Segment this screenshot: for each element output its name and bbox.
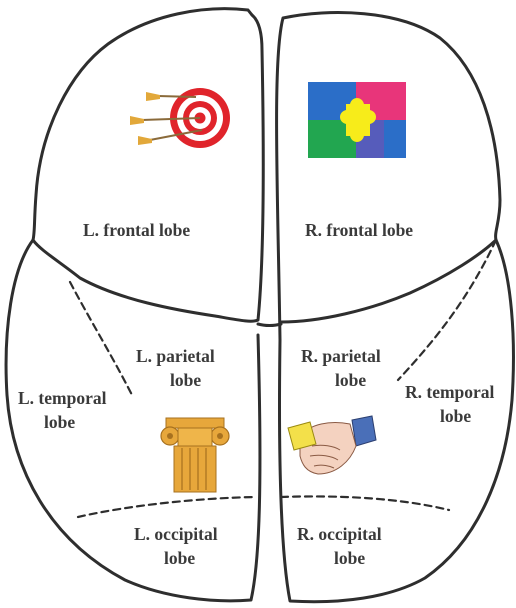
l-parietal-lobe-label-line1: L. parietal	[136, 346, 215, 366]
r-parietal-lobe-label-line1: R. parietal	[301, 346, 381, 366]
l-occipital-lobe-label-line2: lobe	[164, 548, 195, 568]
midline-junction	[258, 324, 281, 326]
ionic-column-icon	[161, 418, 229, 492]
r-temporal-lobe-label-line2: lobe	[440, 406, 471, 426]
r-occipital-lobe-label-line1: R. occipital	[297, 524, 382, 544]
l-parietal-lobe-label-line2: lobe	[170, 370, 201, 390]
right-parietal-temporal-dashed-line	[398, 240, 496, 380]
puzzle-icon	[308, 82, 406, 158]
left-parietal-temporal-dashed-line	[70, 282, 132, 395]
right-frontal-boundary	[281, 240, 496, 322]
target-with-arrows-icon	[130, 88, 230, 148]
hand-holding-sponge-icon	[288, 416, 376, 474]
l-temporal-lobe-label-line1: L. temporal	[18, 388, 107, 408]
r-frontal-lobe-label: R. frontal lobe	[305, 220, 413, 240]
left-occipital-dashed-line	[78, 497, 256, 517]
l-frontal-lobe-label: L. frontal lobe	[83, 220, 190, 240]
r-parietal-lobe-label-line2: lobe	[335, 370, 366, 390]
left-frontal-boundary	[33, 15, 263, 321]
l-occipital-lobe-label-line1: L. occipital	[134, 524, 218, 544]
right-occipital-dashed-line	[281, 496, 449, 510]
r-occipital-lobe-label-line2: lobe	[334, 548, 365, 568]
l-temporal-lobe-label-line2: lobe	[44, 412, 75, 432]
r-temporal-lobe-label-line1: R. temporal	[405, 382, 495, 402]
